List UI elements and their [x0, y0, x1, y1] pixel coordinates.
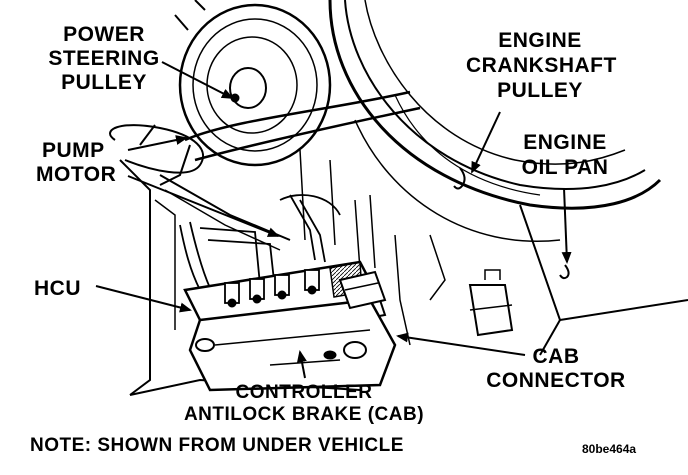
label-pump-motor: PUMP MOTOR: [36, 139, 117, 186]
label-power-steering-pulley: POWER STEERING PULLEY: [48, 23, 160, 94]
label-controller-cab: CONTROLLER ANTILOCK BRAKE (CAB): [183, 382, 425, 425]
oil-pan-drawing: [429, 204, 688, 356]
note-text: NOTE: SHOWN FROM UNDER VEHICLE: [30, 435, 404, 456]
cab-connector-drawing: [338, 270, 387, 310]
arrow-crankshaft-pulley: [471, 111, 501, 174]
drive-belt-drawing: [184, 90, 421, 162]
figure-id: 80be464a: [582, 442, 637, 456]
label-cab-connector: CAB CONNECTOR: [486, 345, 626, 392]
arrow-oil-pan: [561, 187, 572, 264]
arrow-hcu: [95, 285, 192, 313]
engine-mount-drawing: [394, 234, 514, 346]
power-steering-pulley-drawing: [159, 0, 332, 186]
label-engine-oil-pan: ENGINE OIL PAN: [521, 131, 609, 179]
arrow-power-steering-pulley: [161, 61, 234, 99]
arrow-pump-motor-1: [127, 135, 188, 151]
leader-arrows: [95, 61, 572, 379]
arrow-cab-connector: [396, 332, 526, 356]
label-engine-crankshaft-pulley: ENGINE CRANKSHAFT PULLEY: [466, 29, 617, 102]
label-hcu: HCU: [34, 277, 81, 300]
arrow-controller: [296, 350, 307, 379]
brake-lines-drawing: [179, 194, 341, 291]
crankshaft-pulley-drawing: [328, 0, 662, 242]
arrow-pump-motor-2: [127, 175, 280, 237]
